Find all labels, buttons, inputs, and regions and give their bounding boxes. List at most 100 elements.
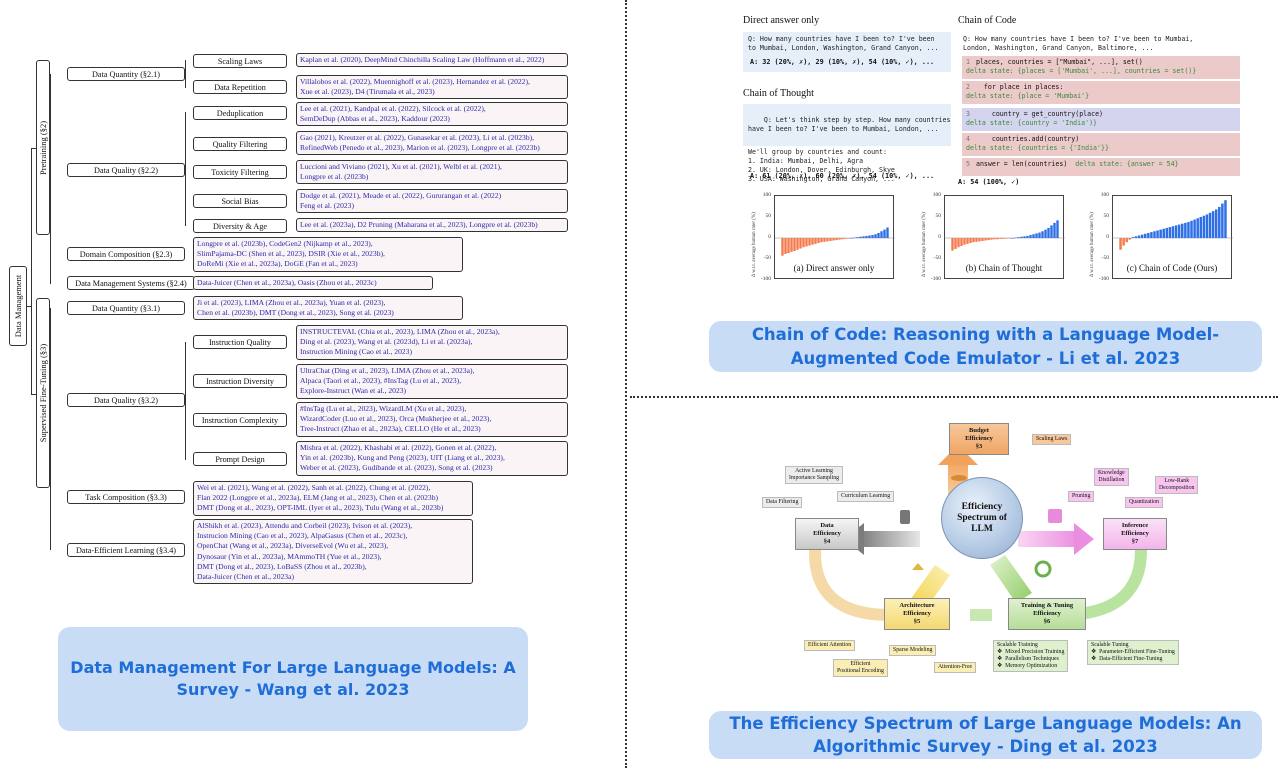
tree-references-9: Data-Juicer (Chen et al., 2023a), Oasis … [193,276,433,291]
chart-caption: (a) Direct answer only [793,263,875,273]
bar-chart-plot [1113,200,1233,250]
delta-state: delta state: {places = ['Mumbai', ...], … [966,67,1197,75]
bar [951,238,954,251]
bar [1168,227,1172,238]
reference-line: Mishra et al. (2022), Khashabi et al. (2… [300,443,497,452]
bar [1044,229,1047,238]
tag-pruning: Pruning [1068,491,1095,502]
bar [814,238,817,244]
delta-state: delta state: {country = 'India')} [966,119,1098,127]
reference-line: Longpre et al. (2023b) [300,172,369,182]
bar [1050,225,1053,238]
bar [844,238,847,239]
bar [820,238,823,243]
bar [999,238,1002,239]
plot-area [1112,195,1233,279]
bar [808,238,811,246]
y-axis-label: Δ w.r.t. average human rater (%) [752,212,757,277]
bar [1177,224,1181,238]
bar [1053,222,1056,238]
direct-answer-title: Direct answer only [743,15,820,26]
tree-subcategory-3: Deduplication [193,106,287,120]
tree-category-1: Data Quantity (§2.1) [67,67,185,81]
vertical-divider [625,0,627,768]
bar [1041,231,1044,238]
code-text: places, countries = ["Mumbai", ...], set… [975,58,1143,66]
cot-title: Chain of Thought [743,88,814,99]
plot-area [774,195,895,279]
bar [790,238,793,252]
bar [1029,235,1032,238]
reference-line: Lee et al. (2021), Kandpal et al. (2022)… [300,104,486,113]
reference-line: Kaplan et al. (2020), DeepMind Chinchill… [300,55,545,64]
tree-references-1: Kaplan et al. (2020), DeepMind Chinchill… [296,53,568,68]
tree-references-10: Ji et al. (2023), LIMA (Zhou et al., 202… [193,296,463,321]
bar [1020,236,1023,238]
delta-state: delta state: {place = 'Mumbai'} [966,92,1090,100]
bar [850,238,853,239]
bar [1128,238,1132,240]
reference-line: Yin et al. (2023b), Kung and Peng (2023)… [300,453,505,463]
reference-line: RefinedWeb (Penedo et al., 2023), Marion… [300,143,540,153]
y-tick-label: -50 [1101,255,1109,261]
bar [996,238,999,240]
code-text: countries.add(country) [975,135,1080,143]
bar [1181,223,1184,238]
tag-attention-free: Attention-Free [934,662,977,673]
code-text: for place in places: [975,83,1064,91]
tag-active-learning: Active Learning Importance Sampling [785,466,844,484]
tag-curriculum-learning: Curriculum Learning [837,491,895,502]
bar [853,237,856,239]
bar [1187,222,1190,238]
bar [993,238,996,240]
bar [835,238,838,241]
tag-scaling-laws: Scaling Laws [1032,434,1072,445]
bar [856,237,859,238]
bar [781,238,784,256]
tree-category-6: Data Quality (§3.2) [67,393,185,407]
bar [1008,238,1011,239]
bar [1156,230,1159,238]
tree-subcategory-1: Scaling Laws [193,54,287,68]
bar [987,238,990,241]
reference-line: Xue et al. (2023), D4 (Tirumala et al., … [300,87,435,97]
bar [796,238,799,250]
tree-category-7: Task Composition (§3.3) [67,490,185,504]
bar [868,235,871,238]
y-tick-label: -100 [760,276,771,282]
bar [838,238,841,240]
horizontal-divider [630,396,1278,398]
y-tick-label: 100 [762,192,771,198]
bar [1150,232,1153,238]
bar [1224,200,1227,238]
tree-references-14: Mishra et al. (2022), Khashabi et al. (2… [296,441,568,476]
y-tick-label: 100 [932,192,941,198]
bar [1184,222,1187,238]
bar [1122,238,1125,246]
y-tick-label: 50 [935,213,942,219]
bar [1125,238,1128,243]
bar [886,227,889,238]
bar [1038,232,1041,238]
chain-of-code-title: Chain of Code [958,15,1017,26]
tree-references-5: Luccioni and Viviano (2021), Xu et al. (… [296,160,568,185]
bar [954,238,957,249]
tag-sparse-modeling: Sparse Modeling [889,645,937,656]
y-tick-label: -50 [933,255,941,261]
bar-chart-plot [945,220,1065,251]
direct-answer-result: A: 32 (20%, ✗), 29 (10%, ✗), 54 (10%, ✓)… [750,58,935,66]
y-tick-label: 50 [1103,213,1110,219]
bar [1014,237,1017,239]
tree-category-5: Data Quantity (§3.1) [67,301,185,315]
reference-line: UltraChat (Ding et al., 2023), LIMA (Zho… [300,366,475,375]
y-tick-label: -50 [763,255,771,261]
reference-line: Chen et al. (2023b), DMT (Dong et al., 2… [197,308,394,318]
reference-line: Dynosaur (Yin et al., 2023a), MAmmoTH (Y… [197,551,382,561]
reference-line: Luccioni and Viviano (2021), Xu et al. (… [300,162,502,171]
plot-area [944,195,1065,279]
